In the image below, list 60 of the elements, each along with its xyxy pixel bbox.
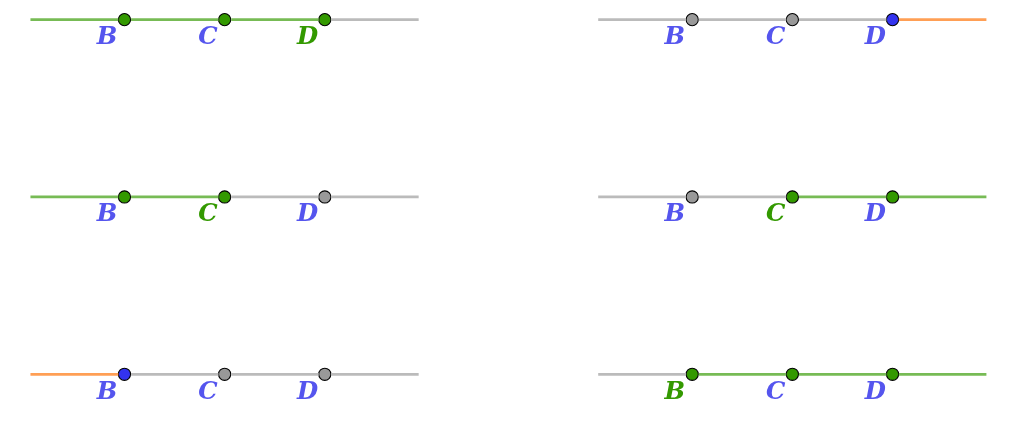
node-label: C bbox=[197, 20, 218, 50]
node-circle bbox=[885, 13, 899, 27]
node-circle bbox=[885, 190, 899, 204]
connector bbox=[29, 18, 118, 21]
connector bbox=[798, 195, 886, 199]
connector bbox=[29, 195, 118, 199]
node-circle bbox=[217, 367, 231, 381]
connector bbox=[330, 372, 419, 376]
node-label: B bbox=[96, 198, 117, 228]
node-circle bbox=[117, 190, 131, 204]
node-circle bbox=[317, 13, 331, 27]
connector bbox=[898, 195, 986, 199]
connector bbox=[698, 18, 786, 21]
node-label: B bbox=[663, 20, 685, 50]
connector bbox=[597, 195, 686, 199]
node-label: B bbox=[663, 375, 685, 405]
connector bbox=[898, 18, 986, 21]
node-label: C bbox=[765, 20, 785, 50]
node-circle bbox=[685, 190, 699, 204]
connector bbox=[130, 372, 218, 376]
node-label: C bbox=[197, 375, 218, 405]
node-label: D bbox=[864, 375, 886, 405]
node-label: B bbox=[663, 198, 685, 228]
connector bbox=[698, 195, 786, 199]
connector bbox=[330, 18, 419, 21]
connector bbox=[597, 18, 686, 21]
node-circle bbox=[117, 367, 131, 381]
connector bbox=[798, 372, 886, 376]
connector bbox=[230, 372, 319, 376]
connector bbox=[130, 18, 218, 21]
connector bbox=[898, 372, 986, 376]
node-label: D bbox=[864, 198, 886, 228]
node-label: C bbox=[765, 198, 785, 228]
connector bbox=[130, 195, 218, 199]
node-circle bbox=[217, 190, 231, 204]
node-circle bbox=[217, 13, 231, 27]
connector bbox=[597, 372, 686, 376]
node-circle bbox=[317, 190, 331, 204]
node-label: C bbox=[197, 198, 218, 228]
node-circle bbox=[317, 367, 331, 381]
connector bbox=[230, 195, 319, 199]
connector bbox=[29, 372, 118, 376]
node-label: C bbox=[765, 375, 785, 405]
node-circle bbox=[785, 367, 799, 381]
node-circle bbox=[885, 367, 899, 381]
node-circle bbox=[117, 13, 131, 27]
node-label: B bbox=[96, 20, 117, 50]
connector bbox=[230, 18, 319, 21]
connector bbox=[798, 18, 886, 21]
connector bbox=[698, 372, 786, 376]
node-circle bbox=[785, 190, 799, 204]
node-circle bbox=[785, 13, 799, 27]
node-label: D bbox=[296, 20, 318, 50]
node-label: D bbox=[864, 20, 886, 50]
node-label: D bbox=[296, 375, 318, 405]
node-label: B bbox=[96, 375, 117, 405]
node-label: D bbox=[296, 198, 318, 228]
connector bbox=[330, 195, 419, 199]
node-circle bbox=[685, 367, 699, 381]
node-circle bbox=[685, 13, 699, 27]
